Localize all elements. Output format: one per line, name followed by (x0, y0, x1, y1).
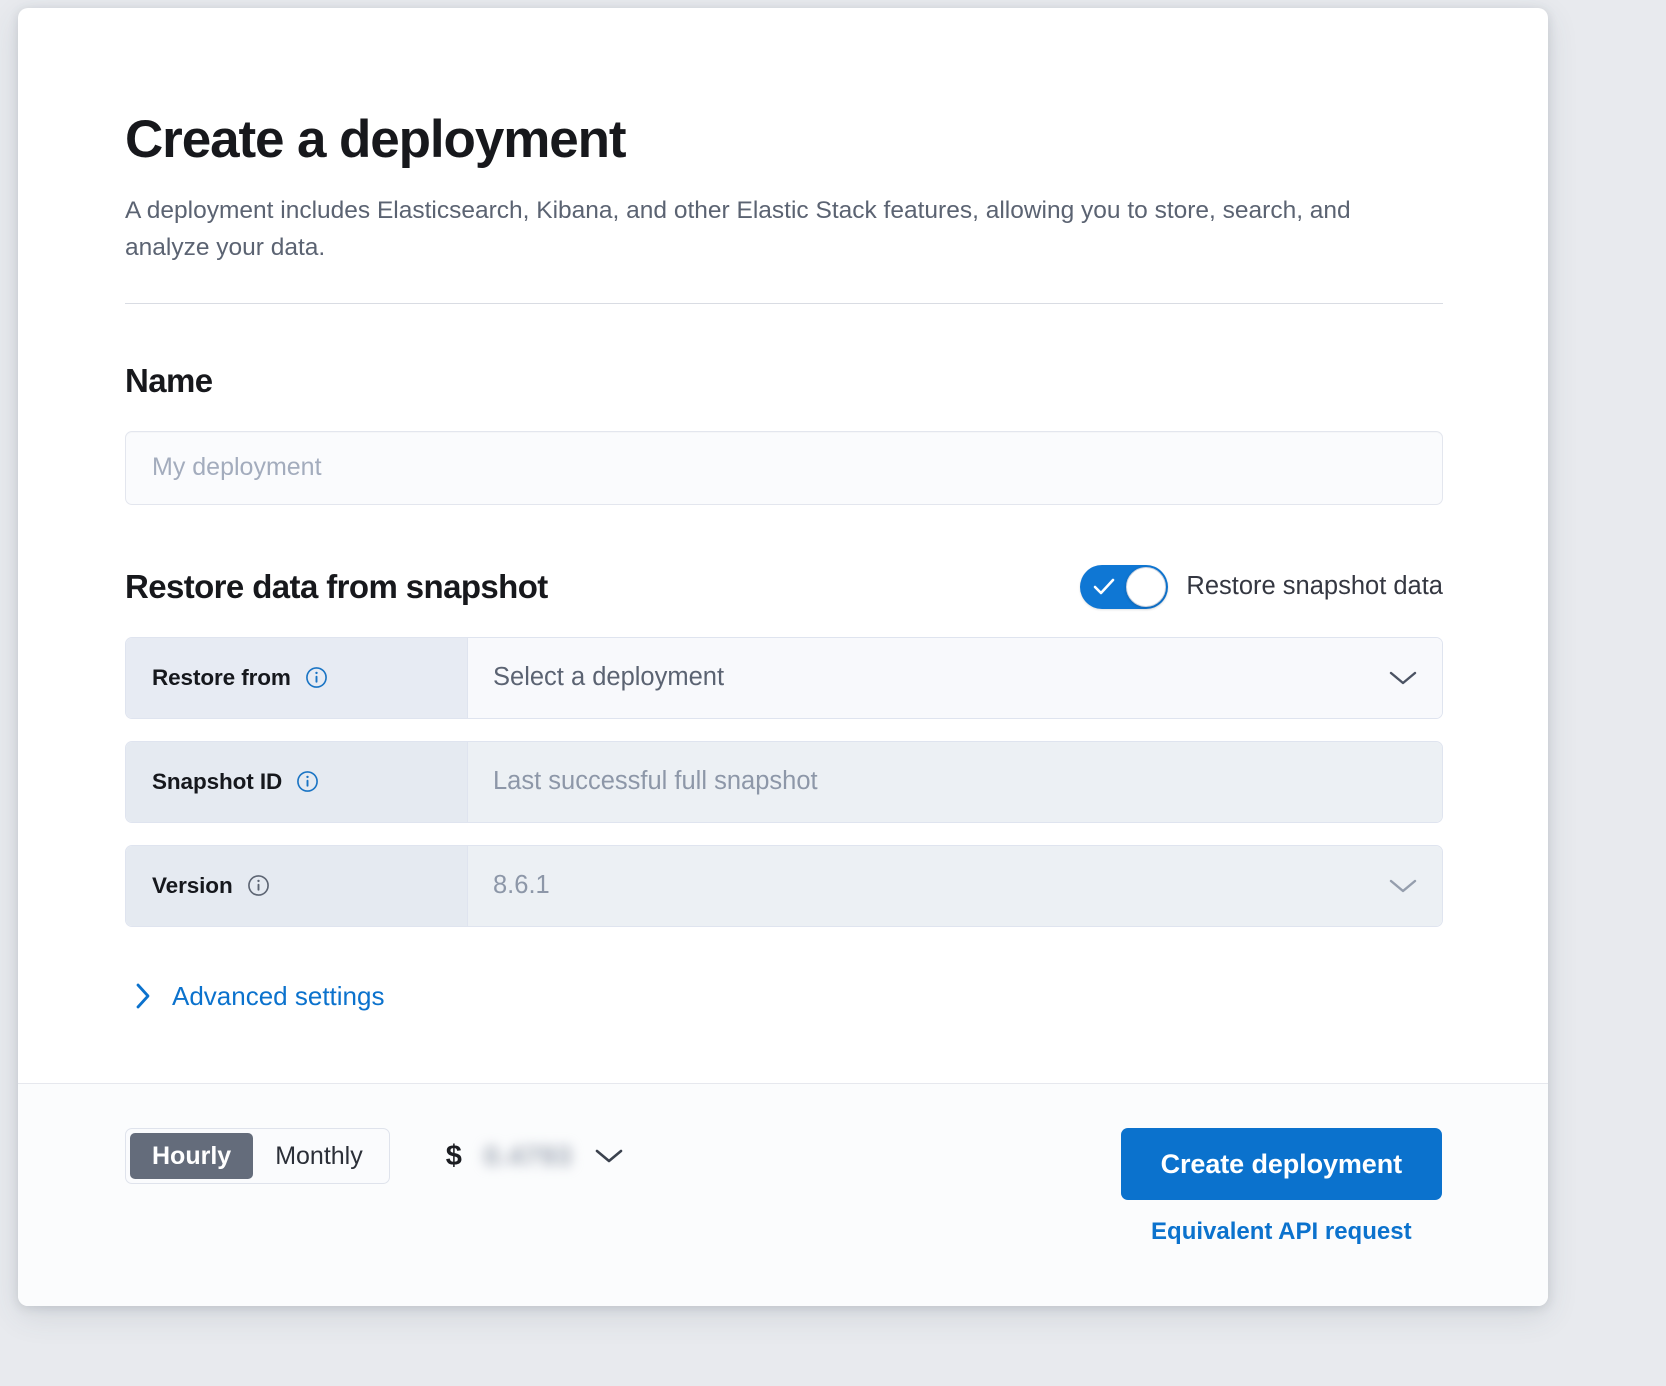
row-snapshot-id-field: Last successful full snapshot (468, 741, 1442, 822)
row-version-prepend: Version (126, 845, 468, 926)
restore-snapshot-switch[interactable] (1080, 564, 1169, 609)
name-heading: Name (125, 361, 213, 399)
info-icon[interactable] (247, 874, 270, 897)
chevron-down-icon[interactable] (594, 1147, 624, 1165)
advanced-settings-toggle[interactable]: Advanced settings (125, 981, 1443, 1012)
restore-form-rows: Restore from Select a deployment (125, 636, 1443, 927)
page-subtitle: A deployment includes Elasticsearch, Kib… (125, 197, 1351, 262)
chevron-right-icon (136, 983, 150, 1009)
info-icon[interactable] (305, 666, 328, 689)
row-restore-from-value: Select a deployment (493, 663, 725, 692)
row-restore-from[interactable]: Restore from Select a deployment (125, 636, 1443, 719)
row-restore-from-prepend: Restore from (126, 637, 468, 718)
switch-knob (1126, 566, 1167, 607)
restore-heading: Restore data from snapshot (125, 567, 548, 605)
name-section: Name My deployment (125, 362, 1443, 505)
restore-section-header: Restore data from snapshot Restore snaps… (125, 564, 1443, 609)
create-deployment-card: Create a deployment A deployment include… (18, 8, 1548, 1306)
price-amount: 0.4793 (483, 1140, 573, 1171)
footer-left-group: Hourly Monthly $ 0.4793 (123, 1128, 624, 1184)
deployment-name-input[interactable]: My deployment (125, 430, 1443, 505)
row-snapshot-id: Snapshot ID Last successful full snapsho… (125, 740, 1443, 823)
deployment-name-placeholder: My deployment (152, 453, 322, 482)
chevron-down-icon[interactable] (1388, 669, 1418, 687)
content-container: Create a deployment A deployment include… (123, 110, 1443, 1012)
row-version-value: 8.6.1 (493, 871, 550, 900)
billing-option-monthly[interactable]: Monthly (275, 1141, 363, 1170)
chevron-down-icon (1389, 879, 1417, 892)
restore-snapshot-toggle-group[interactable]: Restore snapshot data (1080, 564, 1443, 609)
footer-right-group: Create deployment Equivalent API request (1120, 1128, 1443, 1246)
row-restore-from-label: Restore from (152, 664, 291, 690)
restore-snapshot-toggle-label: Restore snapshot data (1186, 572, 1443, 601)
equivalent-api-request-link[interactable]: Equivalent API request (1151, 1218, 1412, 1245)
info-icon[interactable] (296, 770, 319, 793)
billing-option-hourly[interactable]: Hourly (130, 1133, 254, 1179)
row-snapshot-id-label: Snapshot ID (152, 768, 283, 794)
footer-container: Hourly Monthly $ 0.4793 Create deploymen… (123, 1084, 1443, 1246)
card-footer: Hourly Monthly $ 0.4793 Create deploymen… (18, 1083, 1548, 1306)
row-restore-from-field[interactable]: Select a deployment (468, 637, 1442, 718)
row-version-label: Version (152, 872, 233, 898)
row-snapshot-id-prepend: Snapshot ID (126, 741, 468, 822)
row-version-field: 8.6.1 (468, 845, 1442, 926)
currency-symbol: $ (445, 1139, 462, 1172)
row-snapshot-id-value: Last successful full snapshot (493, 767, 818, 796)
price-display[interactable]: $ 0.4793 (446, 1140, 625, 1173)
card-body: Create a deployment A deployment include… (18, 8, 1548, 1083)
create-deployment-button[interactable]: Create deployment (1120, 1128, 1442, 1200)
billing-period-toggle[interactable]: Hourly Monthly (125, 1128, 390, 1184)
row-version: Version 8.6.1 (125, 844, 1443, 927)
check-icon (1094, 578, 1115, 594)
header-divider (125, 302, 1443, 304)
advanced-settings-label: Advanced settings (172, 980, 385, 1011)
page-title: Create a deployment (125, 110, 627, 169)
